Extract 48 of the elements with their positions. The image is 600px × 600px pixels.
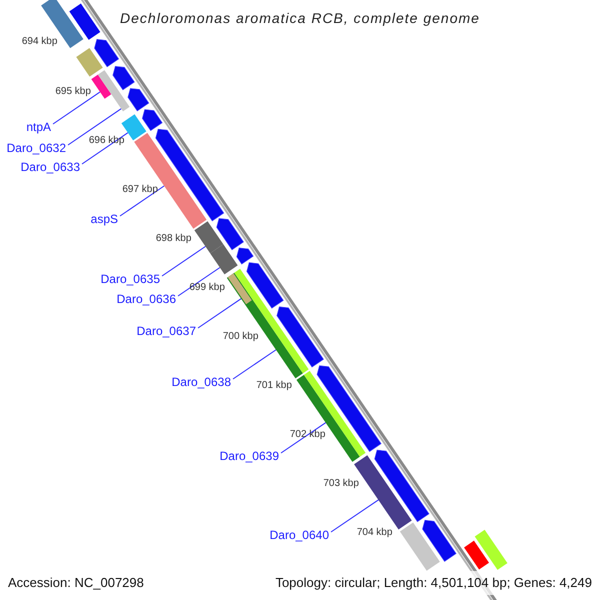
scale-label: 697 kbp (122, 184, 158, 196)
scale-label: 695 kbp (55, 86, 91, 98)
gene-label: ntpA (26, 120, 51, 134)
gene-label: Daro_0637 (136, 324, 196, 338)
gene-label: Daro_0638 (172, 375, 231, 389)
gene-block (94, 39, 120, 68)
leader-line (162, 246, 206, 276)
gene-label: Daro_0635 (100, 272, 160, 286)
scale-label: 701 kbp (256, 380, 292, 392)
scale-label: 694 kbp (22, 36, 58, 48)
gene-label: Daro_0633 (20, 160, 80, 174)
gene-bar (98, 70, 130, 112)
leader-line (198, 298, 243, 328)
gene-block (422, 520, 457, 562)
scale-label: 704 kbp (356, 527, 392, 540)
scale-label: 702 kbp (290, 428, 326, 441)
gene-block (128, 88, 150, 112)
leader-line (232, 349, 277, 380)
scale-label: 698 kbp (156, 232, 192, 245)
leader-line (330, 499, 380, 532)
gene-label: Daro_0640 (270, 528, 329, 542)
gene-label: Daro_0639 (220, 449, 279, 463)
gene-block (216, 218, 244, 250)
scale-label: 699 kbp (189, 282, 225, 294)
scale-label: 703 kbp (323, 478, 359, 490)
leader-line (280, 422, 326, 454)
gene-block (236, 248, 254, 265)
gene-bar (228, 273, 252, 304)
genome-summary-text: Topology: circular; Length: 4,501,104 bp; Genes: 4,249 (275, 574, 592, 592)
leader-line (120, 185, 165, 216)
gene-label: aspS (90, 212, 118, 226)
accession-text: Accession: NC_007298 (8, 574, 144, 592)
scale-label: 700 kbp (222, 330, 258, 343)
gene-bar (69, 4, 100, 40)
gene-block (112, 66, 135, 90)
leader-line (68, 108, 122, 146)
gene-bar (210, 244, 238, 274)
gene-block (142, 109, 163, 132)
leader-line (178, 266, 220, 296)
gene-block (246, 262, 284, 309)
gene-label: Daro_0632 (6, 141, 66, 155)
gene-block (374, 450, 430, 522)
gene-bar (91, 74, 112, 99)
leader-line (82, 132, 128, 164)
leader-line (52, 91, 101, 124)
gene-label: Daro_0636 (116, 292, 176, 306)
title: Dechloromonas aromatica RCB, complete genome (120, 9, 480, 28)
gene-block (276, 306, 324, 368)
